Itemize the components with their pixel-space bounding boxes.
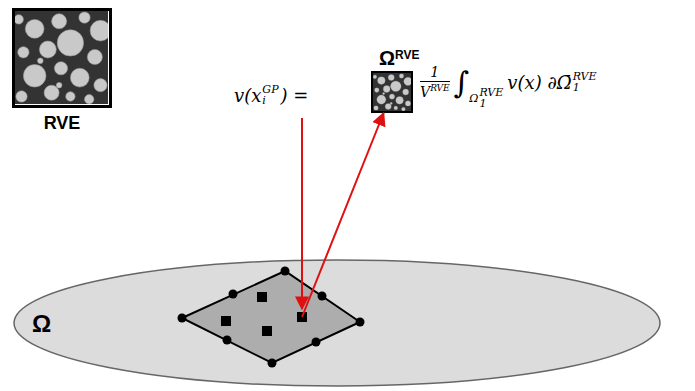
rve-label: RVE — [44, 113, 81, 133]
formula-term: v(x) ∂Ω̄ — [507, 72, 571, 93]
formula-term: RVE — [479, 87, 503, 98]
rve-superscript: RVE — [395, 48, 419, 62]
domain-outline — [12, 258, 662, 388]
domain-region: Ω — [12, 258, 662, 388]
domain-label: Ω — [32, 310, 51, 338]
formula-term: v(x — [234, 85, 261, 106]
formula-term: i — [262, 95, 278, 106]
formula-term: 1 — [573, 82, 597, 93]
formula-term: 1 — [479, 98, 503, 109]
rve-square: RVE — [12, 8, 112, 108]
formula-term: ) = — [281, 85, 309, 106]
rve-texture-small — [373, 73, 412, 111]
red-arrow — [302, 113, 384, 317]
rve-square-small: ΩRVE — [371, 71, 413, 113]
formula-term: Ω — [469, 92, 478, 105]
leader-line — [301, 118, 303, 309]
rve-texture — [14, 10, 111, 104]
formula-term: RVE — [430, 83, 450, 93]
formula-term: V — [420, 84, 430, 100]
formula-term: GP — [262, 84, 278, 95]
formula-term: RVE — [573, 71, 597, 82]
formula-term: ∫ — [454, 65, 470, 100]
omega-symbol: Ω — [379, 47, 395, 69]
formula-term: 1 — [430, 64, 439, 80]
